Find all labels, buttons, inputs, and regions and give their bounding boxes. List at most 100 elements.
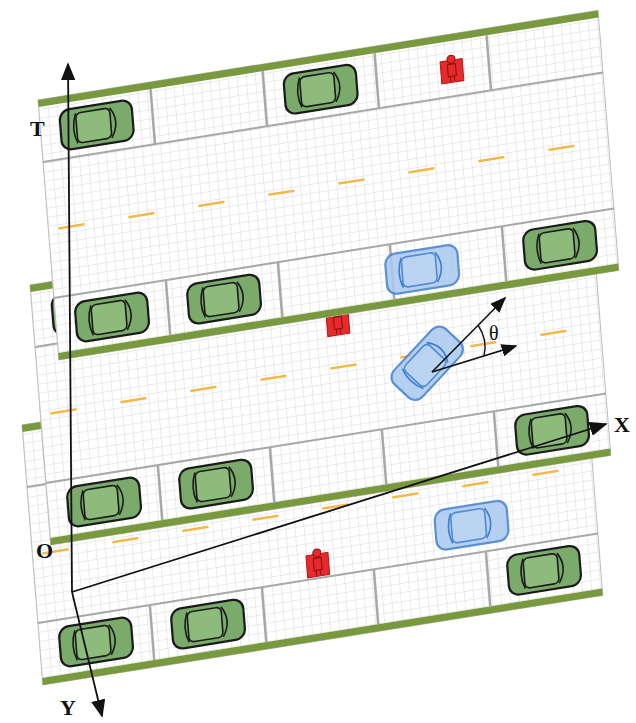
slot-divider: [151, 89, 155, 144]
slot-divider: [263, 71, 267, 126]
slot-divider: [278, 262, 282, 317]
car-window: [447, 507, 491, 544]
parked-car: [170, 598, 245, 650]
car-window: [536, 227, 580, 264]
pedestrian-legs: [316, 570, 320, 576]
lane-dash: [408, 168, 434, 172]
row-line: [38, 533, 598, 623]
lane-dash: [330, 364, 356, 368]
car-window: [73, 107, 117, 144]
car-roof: [83, 485, 119, 520]
car-roof: [187, 607, 223, 642]
pedestrian-body: [333, 316, 342, 329]
car-roof: [195, 467, 231, 502]
car-roof: [539, 228, 575, 263]
car-body: [74, 291, 149, 343]
slot-divider: [150, 605, 154, 660]
car-window: [200, 281, 244, 318]
car-body: [387, 322, 467, 404]
slot-divider: [486, 551, 490, 606]
lane-dash: [260, 376, 286, 380]
row-line: [46, 393, 606, 483]
car-body: [186, 273, 261, 325]
parked-car: [74, 291, 149, 343]
parked-car: [59, 99, 134, 151]
y-axis: [72, 592, 102, 716]
car-window: [297, 71, 341, 108]
lane-dash: [540, 331, 566, 335]
car-window: [72, 624, 116, 661]
lane-dash: [128, 213, 154, 217]
car-roof: [401, 252, 437, 287]
lane-dash: [50, 409, 76, 413]
car-roof: [300, 72, 336, 107]
car-body: [522, 220, 597, 272]
lane-dash: [58, 224, 84, 228]
car-body: [385, 244, 460, 296]
pedestrian-head: [447, 55, 456, 64]
pedestrian-body: [447, 64, 456, 77]
pedestrian-body: [313, 557, 322, 570]
slot-divider: [375, 53, 379, 108]
pedestrian-legs: [450, 76, 454, 82]
car-window: [400, 339, 451, 391]
car-window: [80, 484, 124, 521]
parked-car: [66, 476, 141, 528]
pedestrian-head: [313, 548, 322, 557]
slot-divider: [502, 226, 506, 281]
time-layer: [38, 10, 619, 360]
parked-car: [506, 545, 581, 597]
car-window: [398, 251, 442, 288]
car-body: [178, 458, 253, 510]
slot-divider: [158, 465, 162, 520]
car-roof: [91, 300, 127, 335]
slot-divider: [166, 280, 170, 335]
slot-divider: [270, 447, 274, 502]
pedestrian-legs: [336, 329, 340, 335]
car-body: [434, 499, 509, 551]
lane-dash: [182, 527, 208, 531]
t-axis: [68, 64, 72, 592]
parked-car: [186, 273, 261, 325]
moving-car: [387, 322, 467, 404]
x-axis: [72, 424, 606, 592]
axis-label: X: [614, 414, 630, 436]
axis-label: T: [30, 118, 45, 140]
car-body: [283, 63, 358, 115]
car-window: [528, 412, 572, 449]
car-roof: [76, 108, 112, 143]
car-roof: [450, 508, 486, 543]
lane-dash: [198, 202, 224, 206]
axis-label: O: [36, 540, 53, 562]
car-roof: [203, 282, 239, 317]
curb-strip: [50, 448, 611, 545]
slot-divider: [374, 569, 378, 624]
parked-car: [58, 616, 133, 668]
lane-dash: [338, 179, 364, 183]
moving-car: [385, 244, 460, 296]
angle-arc: [478, 325, 485, 356]
lane-dash: [532, 471, 558, 475]
reference-vector: [432, 346, 516, 372]
lane-dash: [268, 191, 294, 195]
car-body: [506, 545, 581, 597]
car-roof: [523, 553, 559, 588]
pedestrian: [306, 547, 330, 578]
curb-strip: [42, 588, 603, 685]
car-body: [66, 476, 141, 528]
car-window: [520, 552, 564, 589]
slot-divider: [262, 587, 266, 642]
curb-strip: [58, 263, 619, 360]
lane-dash: [392, 493, 418, 497]
lane-dash: [112, 538, 138, 542]
car-roof: [531, 413, 567, 448]
lane-dash: [462, 482, 488, 486]
lane-dash: [120, 398, 146, 402]
angle-label: θ: [489, 323, 499, 343]
curb-strip: [38, 10, 599, 107]
car-body: [58, 616, 133, 668]
car-body: [59, 99, 134, 151]
axis-label: Y: [60, 697, 76, 719]
